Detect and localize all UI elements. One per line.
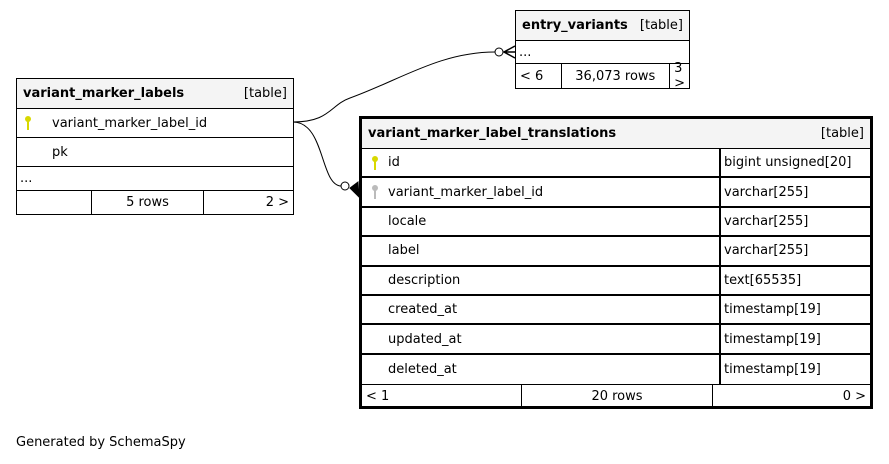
table-entry-variants[interactable]: entry_variants [table] ... < 6 36,073 row…: [515, 10, 690, 91]
more-columns: ...: [20, 171, 33, 186]
foot-right[interactable]: 0 >: [842, 389, 866, 405]
zero-marker: [494, 47, 504, 57]
column-type: text[65535]: [719, 266, 870, 294]
column-name: updated_at: [388, 331, 462, 347]
column-name: locale: [388, 213, 427, 229]
column-type: varchar[255]: [719, 237, 870, 265]
edge-labels-to-translations: [292, 121, 342, 187]
column-row[interactable]: locale varchar[255]: [362, 207, 870, 238]
table-variant-marker-labels[interactable]: variant_marker_labels [table] variant_mar…: [16, 78, 294, 215]
column-type: varchar[255]: [719, 207, 870, 236]
column-type: timestamp[19]: [719, 295, 870, 324]
column-name: label: [388, 243, 420, 259]
table-name[interactable]: variant_marker_labels: [23, 86, 185, 101]
edge-labels-to-entry-variants: [292, 51, 496, 123]
table-name[interactable]: variant_marker_label_translations: [368, 126, 617, 141]
foot-left[interactable]: [17, 191, 92, 214]
crows-foot-icon: [502, 45, 516, 59]
column-row[interactable]: updated_at timestamp[19]: [362, 325, 870, 355]
column-name: id: [388, 155, 400, 171]
foot-left[interactable]: < 1: [362, 385, 522, 409]
zero-marker: [340, 181, 350, 191]
row-count: 5 rows: [92, 191, 204, 214]
column-type: bigint unsigned[20]: [719, 149, 870, 177]
column-row[interactable]: created_at timestamp[19]: [362, 295, 870, 326]
more-columns: ...: [519, 44, 532, 60]
column-type: timestamp[19]: [719, 354, 870, 385]
row-count: 20 rows: [522, 385, 713, 409]
column-type: varchar[255]: [719, 178, 870, 206]
foot-left[interactable]: < 6: [516, 64, 562, 88]
foot-right[interactable]: 2 >: [265, 195, 289, 210]
column-row[interactable]: variant_marker_label_id varchar[255]: [362, 178, 870, 208]
column-name: created_at: [388, 302, 458, 318]
primary-key-icon: [25, 116, 31, 130]
table-kind: [table]: [243, 86, 287, 101]
column-name: pk: [52, 144, 68, 160]
column-row[interactable]: deleted_at timestamp[19]: [362, 354, 870, 385]
table-variant-marker-label-translations[interactable]: variant_marker_label_translations [table]…: [359, 116, 873, 409]
foreign-key-icon: [372, 185, 378, 200]
column-row[interactable]: label varchar[255]: [362, 237, 870, 267]
row-count: 36,073 rows: [562, 64, 671, 88]
table-name[interactable]: entry_variants: [522, 18, 628, 33]
generated-by-label: Generated by SchemaSpy: [16, 435, 186, 450]
column-type: timestamp[19]: [719, 325, 870, 353]
column-name: variant_marker_label_id: [52, 115, 208, 131]
column-row[interactable]: id bigint unsigned[20]: [362, 149, 870, 179]
table-kind: [table]: [820, 126, 864, 141]
primary-key-icon: [372, 155, 378, 170]
foot-right[interactable]: 3 >: [674, 61, 686, 91]
column-name: description: [388, 272, 461, 288]
crows-foot-icon: [349, 181, 360, 199]
column-name: deleted_at: [388, 361, 457, 377]
column-name: variant_marker_label_id: [388, 184, 544, 200]
column-row[interactable]: description text[65535]: [362, 266, 870, 296]
table-kind: [table]: [639, 18, 683, 33]
